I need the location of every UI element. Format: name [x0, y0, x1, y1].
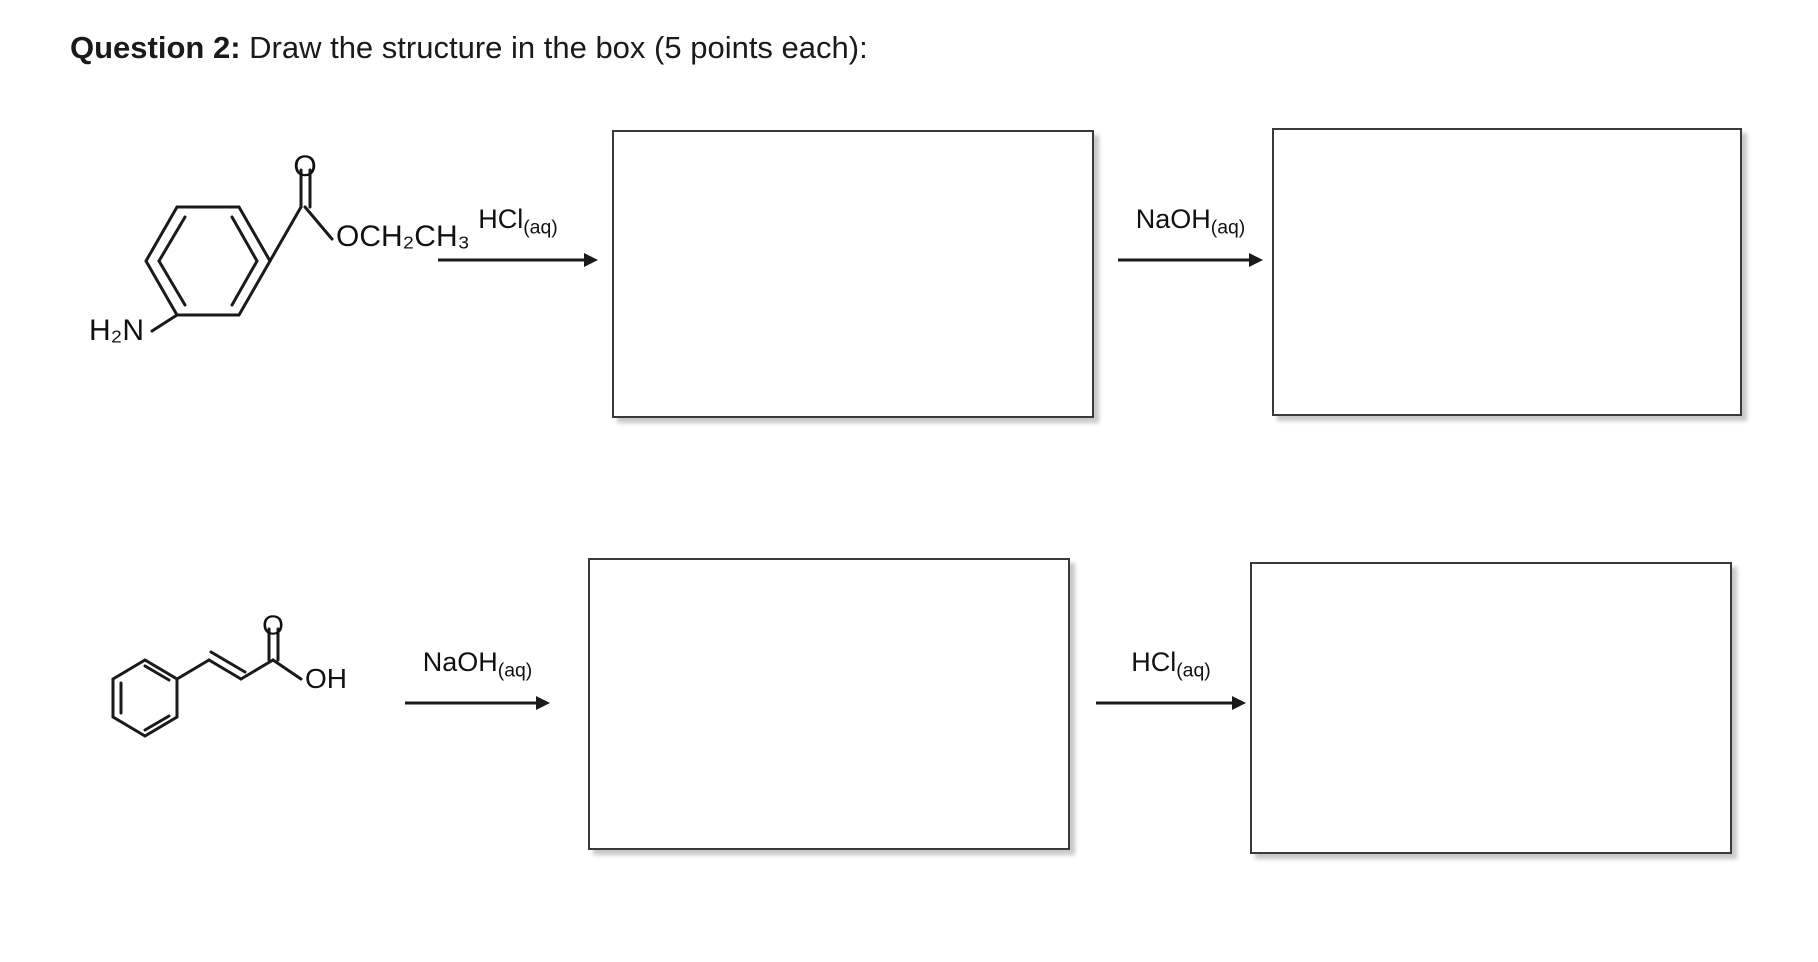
label-amine-1: H₂N	[89, 314, 144, 347]
reagent-formula: HCl	[1131, 647, 1177, 677]
page-title: Question 2: Draw the structure in the bo…	[70, 26, 868, 70]
reagent-state: (aq)	[1176, 659, 1211, 682]
reaction-arrow-2-2	[1096, 694, 1246, 712]
reagent-step-2-2: HCl(aq)	[1096, 647, 1246, 712]
structure-cinnamic-acid: O OH	[105, 609, 405, 795]
reagent-state: (aq)	[1210, 216, 1246, 239]
question-label: Question 2:	[70, 30, 241, 65]
label-ester-group-1: OCH₂CH₃	[336, 220, 470, 253]
label-carbonyl-oxygen-2: O	[262, 609, 284, 640]
reagent-state: (aq)	[497, 659, 533, 682]
answer-box-2b[interactable]	[1250, 562, 1732, 854]
reagent-formula: NaOH	[1135, 204, 1211, 234]
reagent-state: (aq)	[523, 216, 558, 239]
reaction-arrow-1-1	[438, 251, 598, 269]
reagent-formula: NaOH	[422, 647, 498, 677]
reagent-step-2-1: NaOH(aq)	[405, 647, 550, 712]
answer-box-2a[interactable]	[588, 558, 1070, 850]
answer-box-1a[interactable]	[612, 130, 1094, 418]
reagent-label-hcl-1: HCl(aq)	[438, 204, 598, 242]
question-instruction: Draw the structure in the box (5 points …	[240, 30, 868, 65]
reaction-arrow-2-1	[405, 694, 550, 712]
reagent-label-naoh-1: NaOH(aq)	[1118, 204, 1263, 242]
reaction-arrow-1-2	[1118, 251, 1263, 269]
structure-ethyl-4-aminobenzoate: O OCH₂CH₃ H₂N	[60, 150, 470, 347]
label-hydroxyl-2: OH	[305, 663, 347, 694]
reagent-formula: HCl	[478, 204, 524, 234]
reagent-step-1-2: NaOH(aq)	[1118, 204, 1263, 269]
reagent-label-hcl-2: HCl(aq)	[1096, 647, 1246, 685]
answer-box-1b[interactable]	[1272, 128, 1742, 416]
reagent-label-naoh-2: NaOH(aq)	[405, 647, 550, 685]
reagent-step-1-1: HCl(aq)	[438, 204, 598, 269]
label-carbonyl-oxygen-1: O	[293, 150, 316, 183]
